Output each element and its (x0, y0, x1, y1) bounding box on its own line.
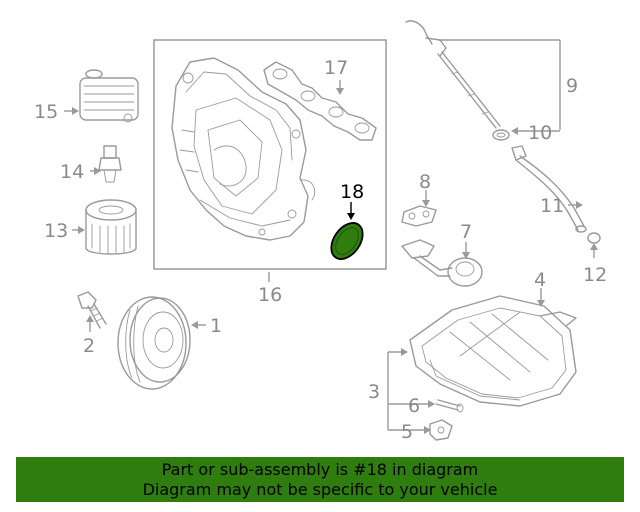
part-18-highlighted-gasket (330, 222, 364, 260)
callout-14: 14 (60, 161, 84, 183)
callout-18-highlighted: 18 (340, 181, 364, 203)
callout-15: 15 (34, 101, 58, 123)
part-4-oil-pan (409, 288, 577, 407)
part-2-bolt (77, 291, 107, 332)
callout-5: 5 (401, 421, 413, 443)
callout-17: 17 (324, 57, 348, 79)
callout-11: 11 (540, 195, 564, 217)
part-15-oil-cooler (64, 69, 139, 123)
part-12-o-ring (587, 232, 601, 258)
part-11-dipstick-tube (511, 145, 587, 233)
part-14-fitting (90, 145, 122, 183)
part-13-oil-filter (72, 199, 137, 255)
callout-16: 16 (258, 284, 282, 306)
part-5-drain-plug (424, 419, 453, 441)
part-17-intake-gasket (263, 61, 377, 141)
callout-12: 12 (583, 264, 607, 286)
part-1-crank-pulley (117, 296, 206, 390)
part-3-oil-pan-assembly (387, 348, 430, 431)
part-16-intake-manifold-assembly (153, 39, 387, 282)
part-6-drain-plug-washer (428, 399, 464, 413)
callout-7: 7 (460, 221, 472, 243)
callout-9: 9 (566, 75, 578, 97)
part-10-o-ring (492, 127, 560, 141)
callout-3: 3 (368, 381, 380, 403)
part-7-oil-strainer (401, 239, 483, 287)
callout-10: 10 (528, 122, 552, 144)
callout-13: 13 (44, 220, 68, 242)
callout-8: 8 (419, 171, 431, 193)
banner-line-part: Part or sub-assembly is #18 in diagram (161, 460, 479, 479)
callout-2: 2 (83, 335, 95, 357)
info-banner: Part or sub-assembly is #18 in diagram D… (16, 457, 624, 502)
callout-1: 1 (210, 315, 222, 337)
banner-line-disclaimer: Diagram may not be specific to your vehi… (142, 480, 498, 499)
part-8-bracket (401, 190, 437, 227)
callout-4: 4 (534, 269, 546, 291)
part-9-dipstick (405, 20, 561, 130)
callout-6: 6 (408, 395, 420, 417)
